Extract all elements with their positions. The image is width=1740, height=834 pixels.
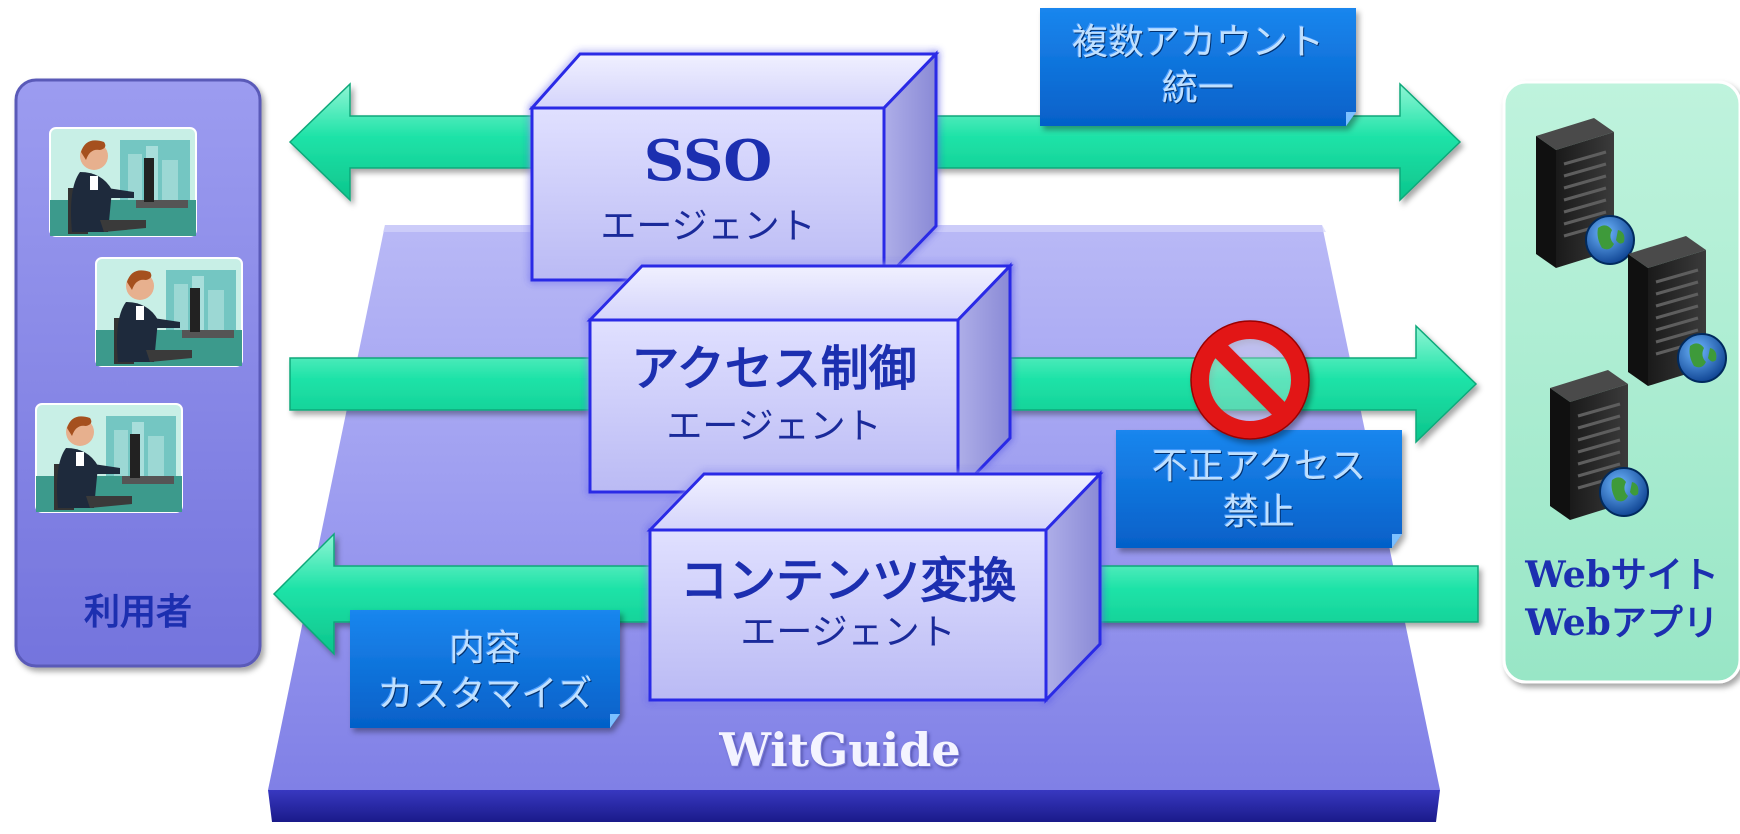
unauthorized-access-tag-line2: 禁止 [1222,492,1295,533]
customize-tag-line2: カスタマイズ [377,674,593,715]
unauthorized-access-tag [1116,430,1402,548]
content-conversion-agent-box [646,470,1104,704]
customize-tag [350,610,620,728]
witguide-label: WitGuide [719,723,961,777]
content-conversion-agent-subtitle: エージェント [740,612,956,653]
access-control-agent-subtitle: エージェント [666,406,882,447]
access-control-agent-title: アクセス制御 [631,341,917,397]
users-label: 利用者 [83,592,192,633]
user-at-computer-icon [95,257,243,367]
webapp-label: Webアプリ [1525,602,1719,644]
website-label: Webサイト [1525,554,1719,596]
unauthorized-access-tag-line1: 不正アクセス [1151,446,1367,487]
prohibited-icon [1190,320,1310,440]
multi-account-tag-line1: 複数アカウント [1071,22,1324,63]
multi-account-tag-line2: 統一 [1161,68,1234,109]
access-control-agent-box [586,262,1014,496]
user-at-computer-icon [49,127,197,237]
user-at-computer-icon [35,403,183,513]
sso-agent-box [528,50,940,284]
customize-tag-line1: 内容 [448,628,521,669]
sso-agent-subtitle: エージェント [600,206,816,247]
multi-account-tag [1040,8,1356,126]
sso-agent-title: SSO [643,128,773,194]
content-conversion-agent-title: コンテンツ変換 [679,553,1016,609]
